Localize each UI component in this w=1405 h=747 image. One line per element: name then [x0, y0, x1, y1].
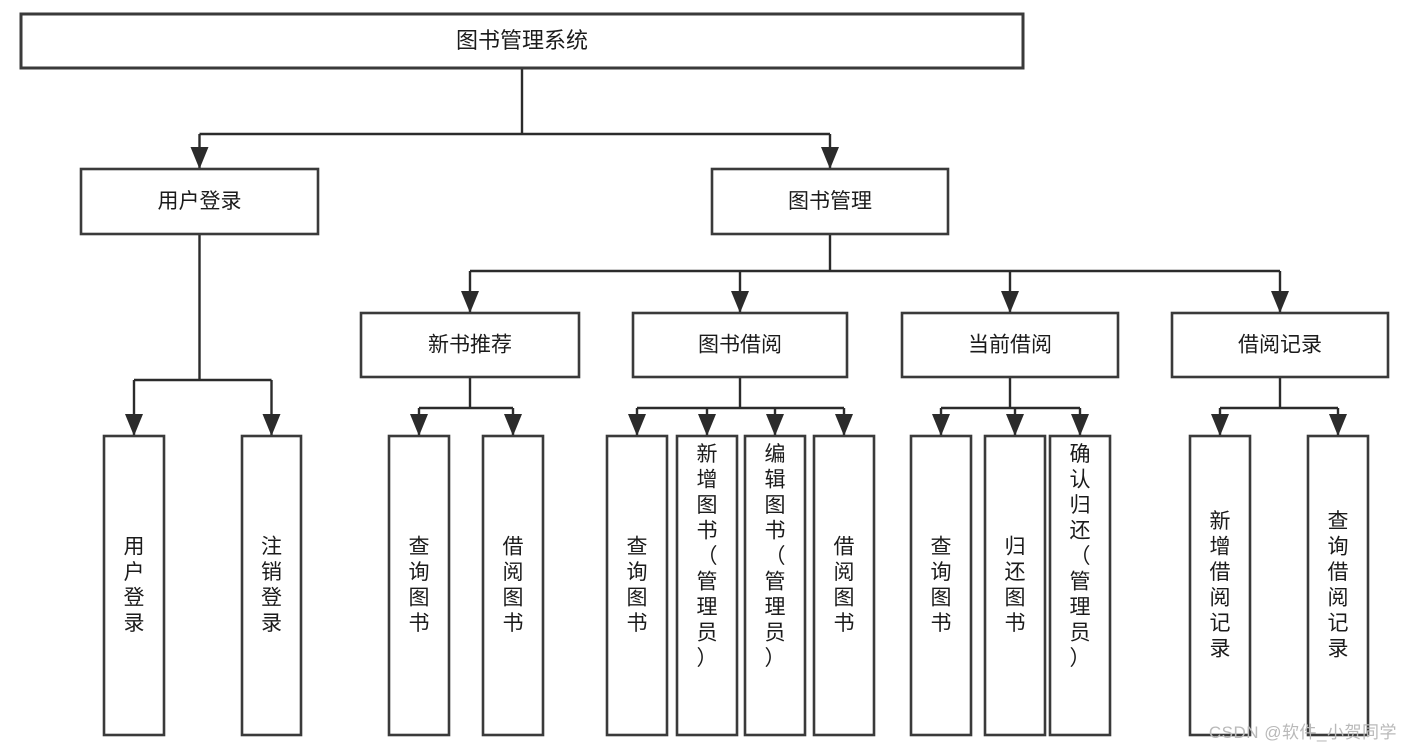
- node-label: 借阅记录: [1238, 334, 1322, 357]
- arrow-head-icon: [835, 414, 853, 436]
- node-box[interactable]: [909, 434, 973, 737]
- node-label: 归还图书: [1005, 536, 1026, 636]
- arrow-head-icon: [461, 291, 479, 313]
- node-book-borrow[interactable]: 图书借阅: [631, 311, 849, 379]
- node-label: 查询图书: [627, 536, 648, 636]
- arrow-head-icon: [1001, 291, 1019, 313]
- node-label: 图书管理: [788, 190, 872, 213]
- node-label: 用户登录: [124, 536, 145, 636]
- node-box[interactable]: [1188, 434, 1252, 737]
- arrow-head-icon: [766, 414, 784, 436]
- node-box[interactable]: [79, 167, 320, 236]
- arrow-head-icon: [821, 147, 839, 169]
- node-box[interactable]: [812, 434, 876, 737]
- connector-layer: [125, 68, 1347, 436]
- node-box[interactable]: [19, 12, 1025, 70]
- arrow-head-icon: [125, 414, 143, 436]
- node-layer: 图书管理系统用户登录图书管理新书推荐图书借阅当前借阅借阅记录用户登录注销登录查询…: [19, 12, 1390, 737]
- node-box[interactable]: [359, 311, 581, 379]
- node-label: 图书借阅: [698, 334, 782, 357]
- arrow-head-icon: [1211, 414, 1229, 436]
- arrow-head-icon: [731, 291, 749, 313]
- arrow-head-icon: [1006, 414, 1024, 436]
- node-box[interactable]: [387, 434, 451, 737]
- node-leaf-query-record[interactable]: 查询借阅记录: [1306, 434, 1370, 737]
- node-label: 编辑图书（管理员）: [765, 443, 786, 670]
- node-label: 新增图书（管理员）: [697, 443, 718, 670]
- node-leaf-logout[interactable]: 注销登录: [240, 434, 303, 737]
- arrow-head-icon: [698, 414, 716, 436]
- node-box[interactable]: [1170, 311, 1390, 379]
- arrow-head-icon: [190, 147, 209, 169]
- node-user-login[interactable]: 用户登录: [79, 167, 320, 236]
- node-box[interactable]: [240, 434, 303, 737]
- node-label: 图书管理系统: [456, 28, 588, 53]
- node-box[interactable]: [481, 434, 545, 737]
- node-leaf-user-login[interactable]: 用户登录: [102, 434, 166, 737]
- node-leaf-edit-book[interactable]: 编辑图书（管理员）: [743, 434, 807, 737]
- arrow-head-icon: [628, 414, 646, 436]
- node-new-book-recommend[interactable]: 新书推荐: [359, 311, 581, 379]
- node-box[interactable]: [743, 434, 807, 737]
- node-label: 查询图书: [409, 536, 430, 636]
- node-box[interactable]: [1048, 434, 1112, 737]
- node-box[interactable]: [102, 434, 166, 737]
- node-leaf-query-book-rec[interactable]: 查询图书: [387, 434, 451, 737]
- node-box[interactable]: [675, 434, 739, 737]
- arrow-head-icon: [1071, 414, 1089, 436]
- node-box[interactable]: [900, 311, 1120, 379]
- node-label: 确认归还（管理员）: [1070, 443, 1091, 670]
- node-current-borrow[interactable]: 当前借阅: [900, 311, 1120, 379]
- node-label: 借阅图书: [503, 536, 524, 636]
- node-leaf-query-book-cur[interactable]: 查询图书: [909, 434, 973, 737]
- node-box[interactable]: [631, 311, 849, 379]
- node-leaf-add-book[interactable]: 新增图书（管理员）: [675, 434, 739, 737]
- node-label: 当前借阅: [968, 334, 1052, 357]
- node-label: 借阅图书: [834, 536, 855, 636]
- arrow-head-icon: [410, 414, 428, 436]
- node-book-manage[interactable]: 图书管理: [710, 167, 950, 236]
- node-label: 新增借阅记录: [1210, 510, 1231, 661]
- node-label: 查询图书: [931, 536, 952, 636]
- node-label: 查询借阅记录: [1328, 510, 1349, 661]
- node-leaf-confirm-return[interactable]: 确认归还（管理员）: [1048, 434, 1112, 737]
- node-borrow-record[interactable]: 借阅记录: [1170, 311, 1390, 379]
- node-box[interactable]: [983, 434, 1047, 737]
- node-leaf-borrow-book[interactable]: 借阅图书: [812, 434, 876, 737]
- arrow-head-icon: [932, 414, 950, 436]
- node-leaf-borrow-book-rec[interactable]: 借阅图书: [481, 434, 545, 737]
- node-box[interactable]: [1306, 434, 1370, 737]
- node-root[interactable]: 图书管理系统: [19, 12, 1025, 70]
- node-label: 注销登录: [261, 536, 282, 636]
- node-label: 用户登录: [158, 190, 242, 213]
- arrow-head-icon: [504, 414, 522, 436]
- node-leaf-add-record[interactable]: 新增借阅记录: [1188, 434, 1252, 737]
- node-label: 新书推荐: [428, 334, 512, 357]
- node-box[interactable]: [605, 434, 669, 737]
- node-leaf-query-book-borrow[interactable]: 查询图书: [605, 434, 669, 737]
- arrow-head-icon: [1271, 291, 1289, 313]
- node-leaf-return-book[interactable]: 归还图书: [983, 434, 1047, 737]
- arrow-head-icon: [262, 414, 281, 436]
- arrow-head-icon: [1329, 414, 1347, 436]
- node-box[interactable]: [710, 167, 950, 236]
